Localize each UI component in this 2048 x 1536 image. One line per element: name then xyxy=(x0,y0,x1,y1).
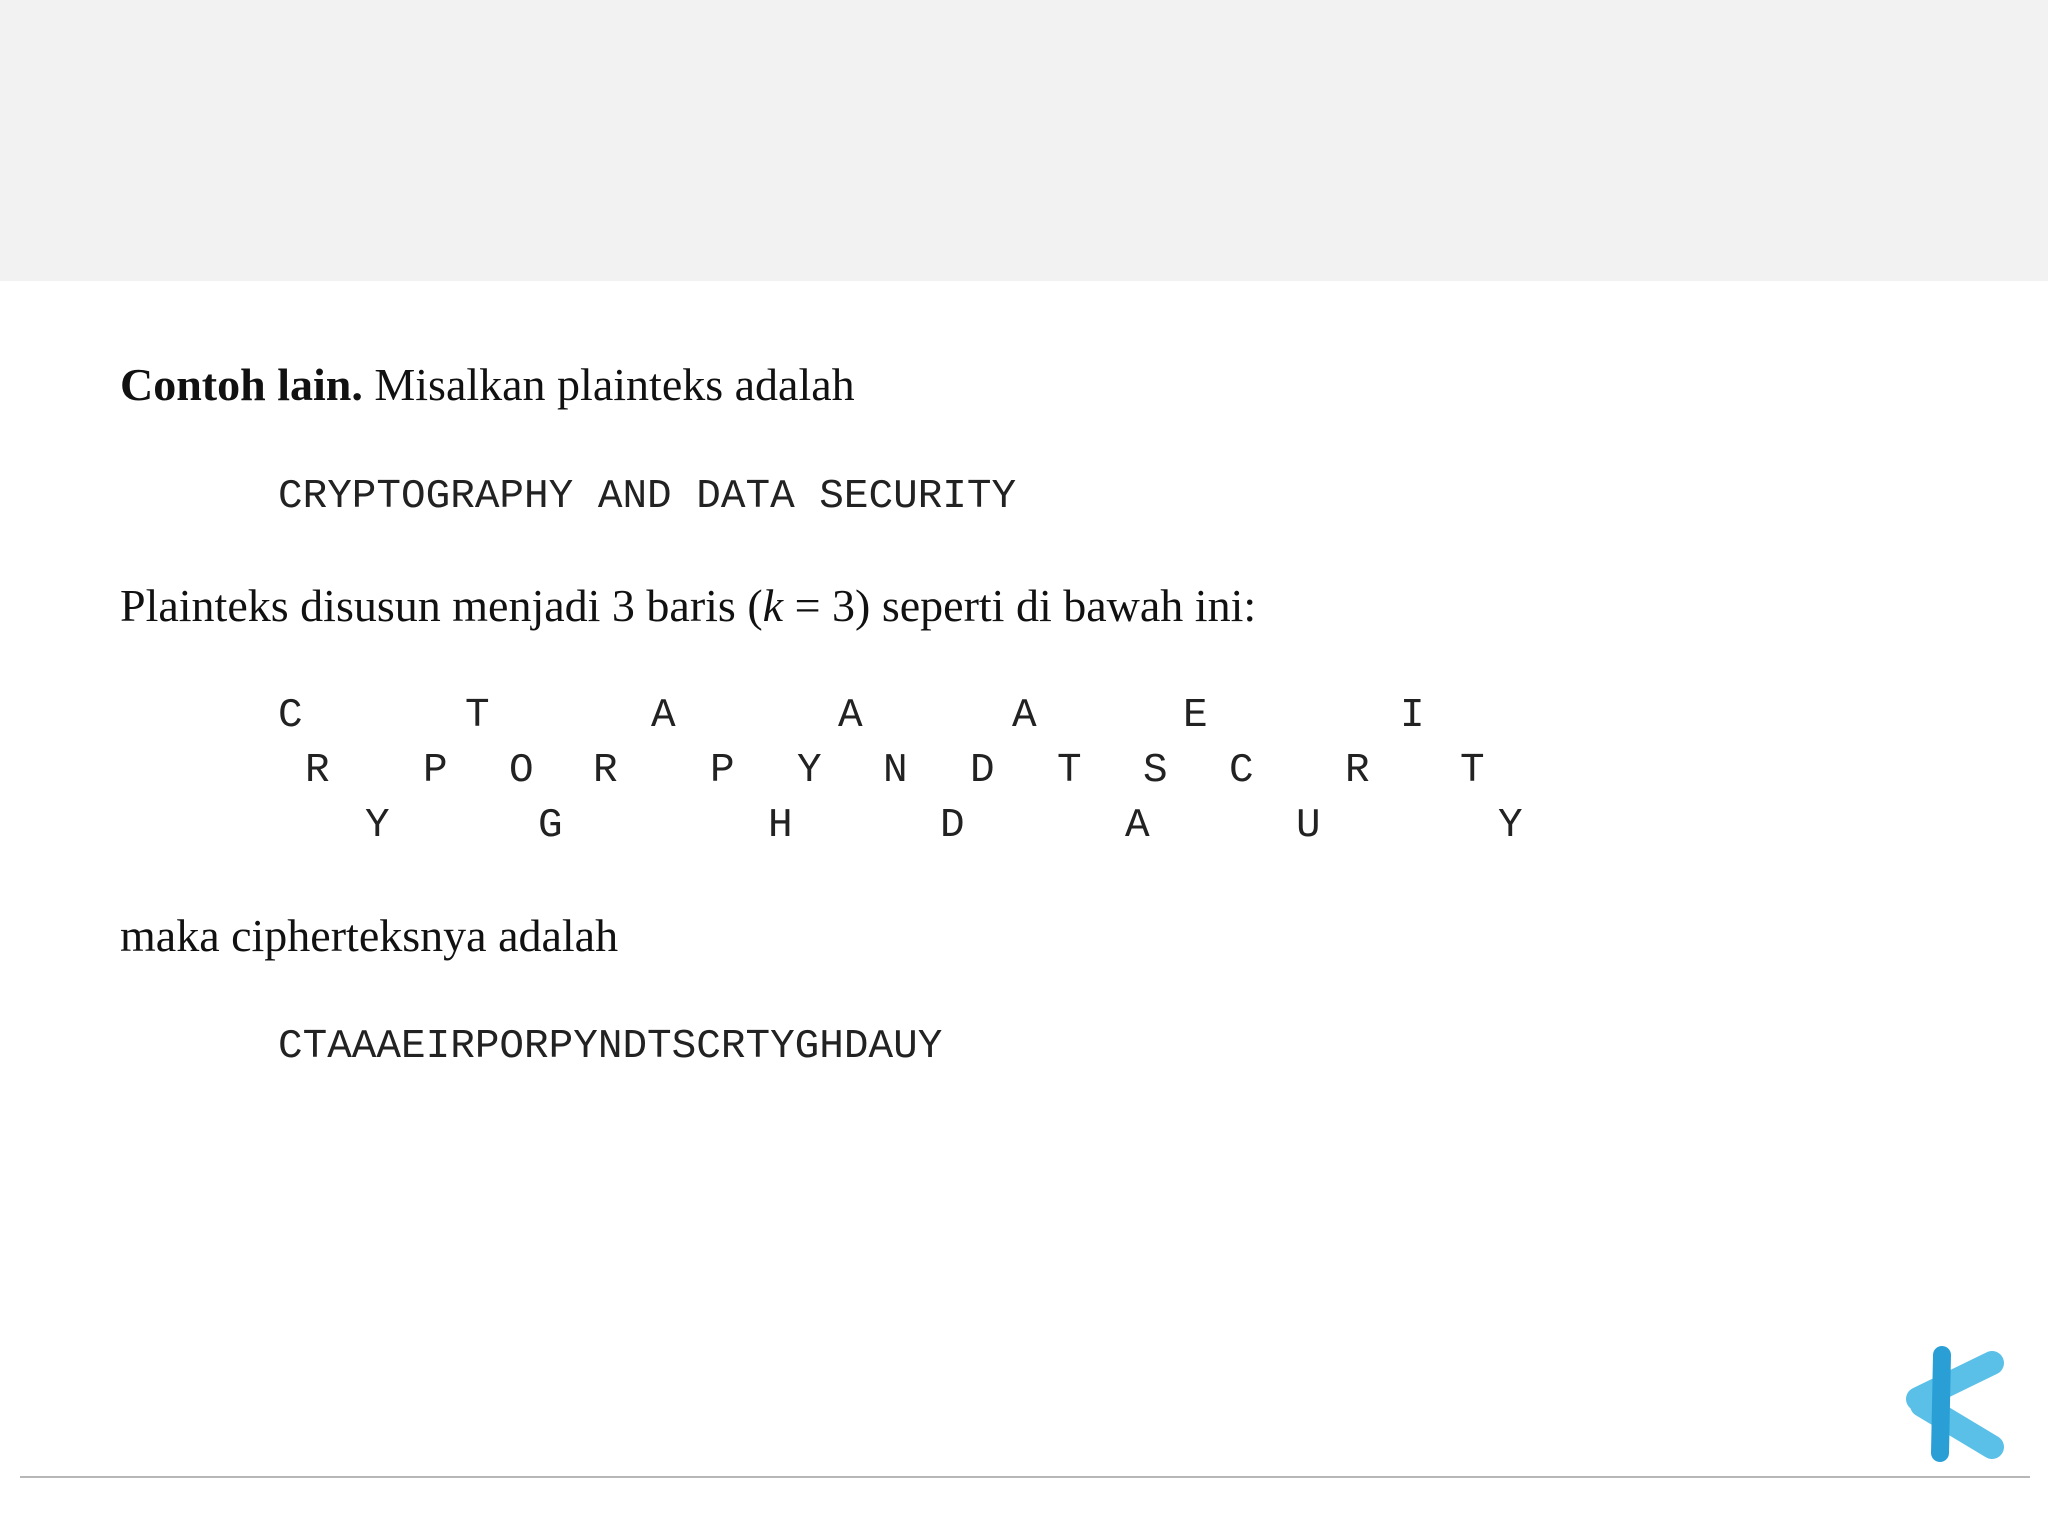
arrangement-line: Plainteks disusun menjadi 3 baris (k = 3… xyxy=(120,578,1256,634)
rail-2-letter: S xyxy=(1143,748,1168,794)
rail-2-letter: T xyxy=(1460,748,1485,794)
rail-3-letter: U xyxy=(1296,803,1321,849)
plaintext-line: CRYPTOGRAPHY AND DATA SECURITY xyxy=(278,474,1017,520)
rail-2-letter: O xyxy=(509,748,534,794)
rail-2-letter: R xyxy=(305,748,330,794)
arrangement-variable: k xyxy=(762,580,784,631)
rail-2-letter: R xyxy=(593,748,618,794)
ciphertext-line: CTAAAEIRPORPYNDTSCRTYGHDAUY xyxy=(278,1024,943,1070)
rail-1-letter: A xyxy=(1012,693,1037,739)
rail-2-letter: D xyxy=(970,748,995,794)
arrangement-after: = 3) seperti di bawah ini: xyxy=(783,580,1257,631)
brand-logo-icon xyxy=(1906,1346,2004,1462)
rail-1-letter: C xyxy=(278,693,303,739)
result-label: maka cipherteksnya adalah xyxy=(120,910,619,961)
rail-3-letter: G xyxy=(538,803,563,849)
rail-2-letter: T xyxy=(1057,748,1082,794)
intro-bold: Contoh lain. xyxy=(120,359,363,410)
rail-3-letter: Y xyxy=(1498,803,1523,849)
rail-1-letter: A xyxy=(651,693,676,739)
rail-3-letter: H xyxy=(768,803,793,849)
intro-line: Contoh lain. Misalkan plainteks adalah xyxy=(120,357,855,413)
rail-2-letter: P xyxy=(423,748,448,794)
rail-1-letter: T xyxy=(465,693,490,739)
intro-text: Misalkan plainteks adalah xyxy=(362,359,855,410)
rail-2-letter: P xyxy=(710,748,735,794)
rail-2-letter: R xyxy=(1345,748,1370,794)
rail-1-letter: E xyxy=(1183,693,1208,739)
footer-divider xyxy=(20,1476,2030,1478)
rail-1-letter: I xyxy=(1400,693,1425,739)
rail-2-letter: C xyxy=(1229,748,1254,794)
arrangement-before: Plainteks disusun menjadi 3 baris ( xyxy=(120,580,763,631)
rail-3-letter: Y xyxy=(365,803,390,849)
rail-3-letter: A xyxy=(1125,803,1150,849)
rail-1-letter: A xyxy=(838,693,863,739)
header-band xyxy=(0,0,2048,281)
rail-2-letter: Y xyxy=(797,748,822,794)
rail-2-letter: N xyxy=(883,748,908,794)
rail-3-letter: D xyxy=(940,803,965,849)
